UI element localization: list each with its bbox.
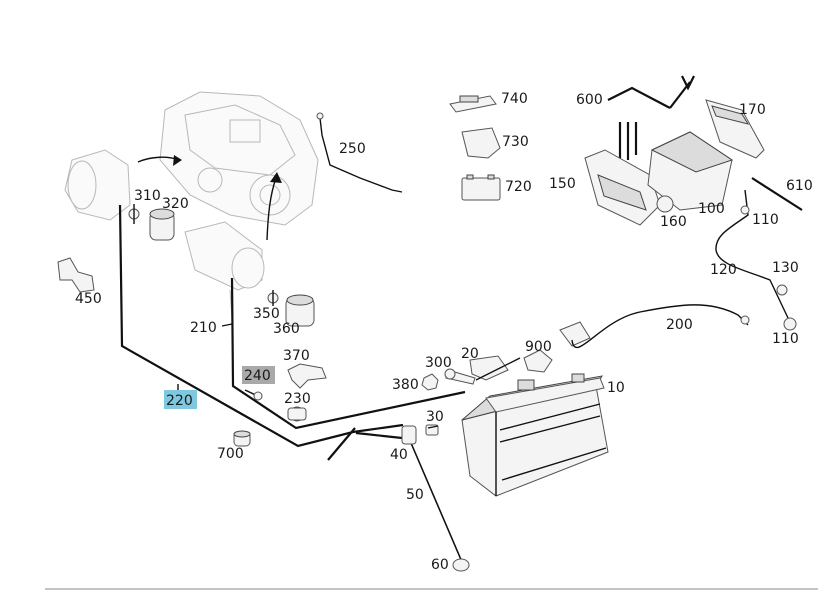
cable-120-110 [715,189,797,331]
label-10: 10 [607,380,625,396]
label-310: 310 [134,188,161,204]
tray-150 [584,149,661,226]
battery-aux-720 [461,174,501,201]
part-310 [128,204,140,224]
battery-100 [647,131,734,211]
label-100: 100 [698,201,725,217]
line-610 [751,177,803,211]
label-170: 170 [739,102,766,118]
label-740: 740 [501,91,528,107]
engine-illustration [137,91,319,241]
highlight-240 [242,366,275,384]
label-240: 240 [244,368,271,384]
module-170 [705,99,765,159]
battery-10 [461,373,609,497]
cable-40-50-60 [401,425,470,572]
cable-250 [316,112,403,193]
bracket-20 [469,355,509,381]
clip-370 [287,363,327,389]
label-320: 320 [162,196,189,212]
starter-illustration [184,221,265,319]
label-700: 700 [217,446,244,462]
part-320 [149,208,175,241]
label-600: 600 [576,92,603,108]
part-350 [267,290,279,306]
label-120: 120 [710,262,737,278]
label-720: 720 [505,179,532,195]
label-210: 210 [190,320,217,336]
label-150: 150 [549,176,576,192]
label-130: 130 [772,260,799,276]
fuse-740 [449,95,497,113]
relay-730 [461,127,501,159]
label-30: 30 [426,409,444,425]
part-labels: 10 20 30 40 50 60 100 110 110 120 130 15… [75,91,813,573]
alternator-illustration [64,149,131,221]
grommet-700 [233,430,251,447]
bolt-300 [444,368,476,385]
label-50: 50 [406,487,424,503]
part-160 [656,195,674,213]
label-730: 730 [502,134,529,150]
cable-200 [571,304,750,349]
label-110-lower: 110 [772,331,799,347]
label-300: 300 [425,355,452,371]
clamp-230 [287,406,307,422]
label-900: 900 [525,339,552,355]
label-60: 60 [431,557,449,573]
cable-220[interactable] [118,204,466,461]
label-20: 20 [461,346,479,362]
nut-380 [421,373,439,391]
label-350: 350 [253,306,280,322]
bolt-240 [244,389,263,401]
label-250: 250 [339,141,366,157]
part-360 [285,294,315,327]
label-370: 370 [283,348,310,364]
bracket-450 [57,257,95,293]
label-40: 40 [390,447,408,463]
label-230: 230 [284,391,311,407]
label-110-upper: 110 [752,212,779,228]
highlight-220 [164,390,197,409]
label-160: 160 [660,214,687,230]
connector-900 [523,321,591,373]
label-610: 610 [786,178,813,194]
label-200: 200 [666,317,693,333]
label-360: 360 [273,321,300,337]
label-380: 380 [392,377,419,393]
label-450: 450 [75,291,102,307]
label-220: 220 [166,393,193,409]
